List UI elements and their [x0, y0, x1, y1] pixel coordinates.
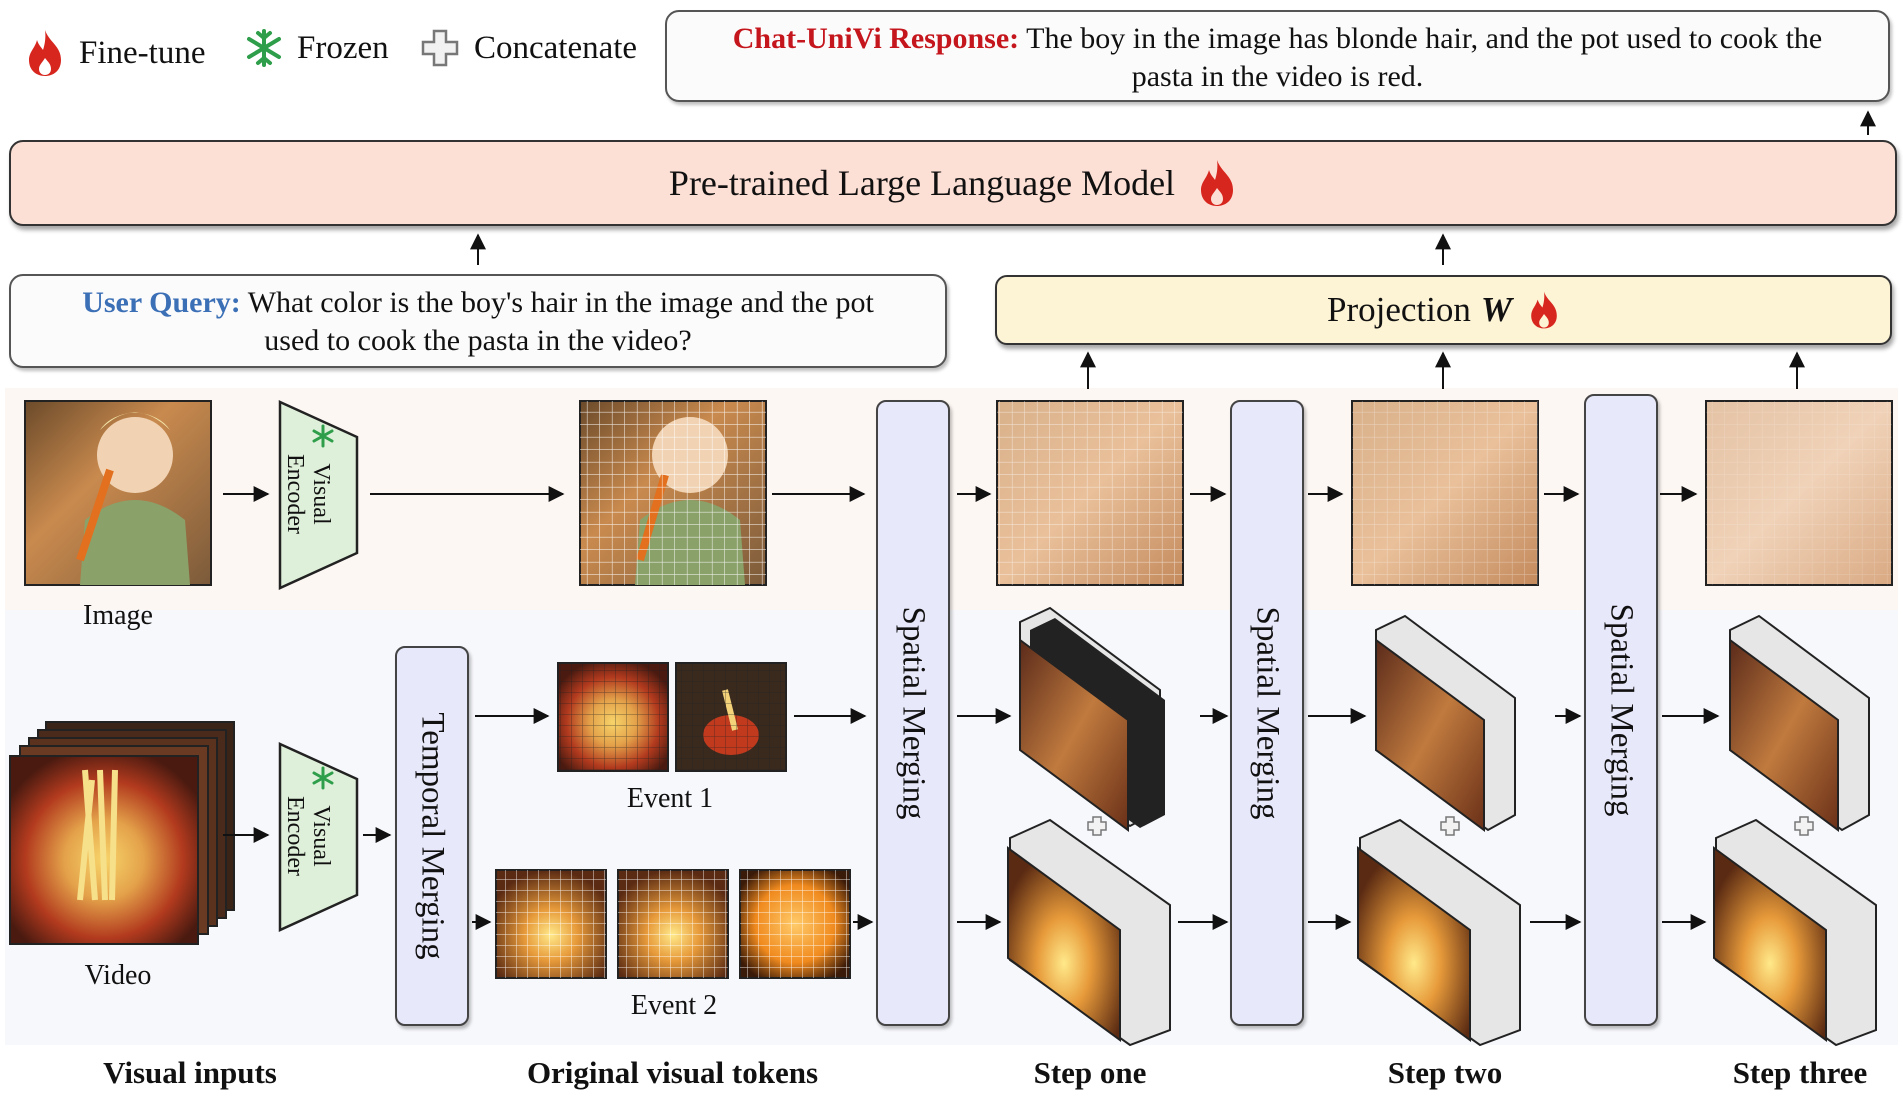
image-original-tokens	[579, 400, 767, 586]
query-text-2: used to cook the pasta in the video?	[264, 324, 692, 357]
legend-concatenate-label: Concatenate	[474, 29, 638, 66]
response-box: Chat-UniVi Response: The boy in the imag…	[665, 10, 1890, 102]
caption-event1: Event 1	[626, 783, 714, 814]
event2-tokens	[495, 869, 851, 979]
label-step-two: Step two	[1387, 1055, 1503, 1090]
spatial-merging-block-2: Spatial Merging	[1230, 400, 1304, 1026]
step-three-event2-stack	[1713, 818, 1877, 1047]
fire-icon	[1531, 291, 1557, 329]
legend-frozen-label: Frozen	[297, 29, 389, 66]
spatial-merging-label-2: Spatial Merging	[1249, 606, 1286, 820]
step-two-event1-stack	[1375, 614, 1516, 832]
legend-concatenate: Concatenate	[420, 28, 637, 68]
plus-icon	[421, 29, 459, 67]
flow-arrows	[223, 110, 1876, 930]
temporal-merging-label: Temporal Merging	[414, 712, 451, 960]
spatial-merging-block-1: Spatial Merging	[876, 400, 950, 1026]
caption-event2: Event 2	[630, 990, 718, 1021]
llm-box: Pre-trained Large Language Model	[9, 140, 1897, 226]
label-step-one: Step one	[1033, 1055, 1147, 1090]
step-one-event1-stack	[1019, 606, 1165, 832]
fire-icon	[29, 30, 61, 76]
legend-finetune: Fine-tune	[25, 28, 205, 78]
response-text-1: The boy in the image has blonde hair, an…	[1026, 22, 1823, 55]
projection-box: Projection W	[995, 275, 1892, 345]
projection-label: Projection	[1327, 290, 1471, 329]
spatial-merging-label-3: Spatial Merging	[1603, 603, 1640, 817]
projection-symbol: W	[1480, 290, 1512, 329]
event1-tokens	[557, 662, 787, 772]
legend-finetune-label: Fine-tune	[79, 34, 206, 71]
llm-label: Pre-trained Large Language Model	[668, 163, 1176, 203]
step-two-image-tokens	[1351, 400, 1539, 586]
input-video-stack	[9, 721, 235, 945]
visual-encoder-video	[278, 742, 359, 932]
step-one-event2-stack	[1007, 818, 1171, 1047]
plus-icon	[1440, 816, 1460, 836]
snowflake-icon	[312, 766, 334, 790]
step-three-image-tokens	[1705, 400, 1893, 586]
temporal-merging-block: Temporal Merging	[395, 646, 469, 1026]
label-visual-inputs: Visual inputs	[103, 1055, 277, 1090]
caption-image: Image	[83, 600, 153, 631]
response-text-2: pasta in the video is red.	[1131, 60, 1424, 93]
query-text-1: What color is the boy's hair in the imag…	[247, 286, 874, 319]
spatial-merging-label-1: Spatial Merging	[895, 606, 932, 820]
step-two-event2-stack	[1357, 818, 1521, 1047]
plus-icon	[1087, 816, 1107, 836]
query-label: User Query:	[82, 286, 241, 319]
legend-frozen: Frozen	[245, 28, 389, 68]
label-original-tokens: Original visual tokens	[526, 1055, 819, 1090]
user-query-box: User Query: What color is the boy's hair…	[9, 274, 947, 368]
snowflake-icon	[312, 424, 334, 448]
spatial-merging-block-3: Spatial Merging	[1584, 394, 1658, 1026]
response-label: Chat-UniVi Response:	[732, 22, 1020, 55]
step-three-event1-stack	[1729, 614, 1870, 832]
snowflake-icon	[247, 29, 281, 67]
step-one-image-tokens	[996, 400, 1184, 586]
caption-video: Video	[84, 960, 152, 991]
fire-icon	[1201, 160, 1234, 206]
input-image-thumbnail	[24, 400, 212, 586]
visual-encoder-image	[278, 400, 359, 590]
plus-icon	[1794, 816, 1814, 836]
label-step-three: Step three	[1732, 1055, 1868, 1090]
